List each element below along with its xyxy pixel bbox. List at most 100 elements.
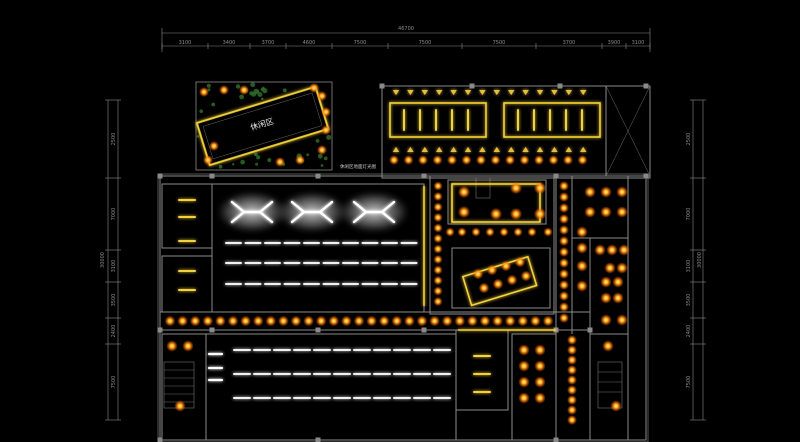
downlight (166, 340, 178, 352)
downlight (378, 315, 390, 327)
downlight (567, 335, 577, 345)
downlight (489, 207, 503, 221)
pendant-light (230, 200, 274, 224)
wall-washer (479, 90, 486, 96)
wall-washer (464, 90, 472, 96)
downlight (518, 392, 530, 404)
dimension-right-segment: 2500 (686, 133, 692, 146)
linear-lights (178, 109, 583, 399)
downlight (433, 275, 443, 286)
column (315, 327, 321, 333)
downlight (600, 276, 612, 288)
downlight (505, 155, 515, 165)
downlight (567, 355, 577, 365)
wall-washer (536, 90, 544, 96)
downlight (559, 192, 569, 202)
dimension-top-segment: 3700 (262, 40, 275, 46)
wall-washer (565, 146, 572, 152)
downlight (584, 206, 596, 218)
downlight (219, 85, 229, 95)
pendant-light (290, 200, 334, 224)
shrub (235, 84, 241, 89)
downlight (202, 315, 214, 327)
downlight (457, 205, 471, 219)
downlight (239, 85, 249, 95)
downlight (416, 315, 428, 327)
downlight (353, 315, 365, 327)
downlight (542, 315, 554, 327)
downlight (559, 236, 569, 246)
wall-washer (436, 146, 443, 152)
downlight (567, 345, 577, 355)
downlight (517, 315, 529, 327)
column (643, 173, 649, 179)
wall-washer (392, 90, 400, 96)
downlight (227, 315, 239, 327)
downlight (559, 247, 569, 257)
downlight (433, 244, 443, 254)
downlight (514, 256, 526, 268)
downlight (182, 340, 194, 352)
dimension-lines (107, 28, 704, 420)
downlight (594, 244, 606, 256)
dimension-top-segment: 3100 (179, 40, 192, 46)
wall-washer (450, 90, 457, 96)
wall-washer (508, 146, 515, 152)
downlight (567, 405, 577, 415)
lounge-floor-strip-label: 休闲区地面灯光图 (340, 163, 376, 170)
downlight (479, 315, 491, 327)
wall-washer (479, 146, 486, 152)
downlight (548, 155, 559, 165)
downlight (559, 302, 569, 312)
downlight (534, 360, 546, 372)
shrub (232, 163, 235, 166)
downlight (606, 244, 618, 256)
downlights (164, 83, 630, 425)
column (209, 327, 215, 333)
dimension-left-segment: 3100 (111, 260, 117, 273)
downlight (534, 344, 546, 356)
downlight (616, 262, 628, 274)
downlight (485, 227, 495, 237)
dimension-top-total: 46700 (398, 26, 414, 32)
downlight (433, 191, 443, 202)
downlight (584, 186, 596, 198)
downlight (433, 202, 443, 212)
downlight (534, 376, 546, 388)
shrub (240, 159, 245, 165)
downlight (600, 314, 612, 326)
shrub (261, 97, 264, 101)
wall-washers (392, 90, 587, 152)
column (643, 83, 649, 89)
downlight (616, 186, 628, 198)
column (553, 437, 559, 442)
downlight (492, 315, 503, 327)
downlight (275, 157, 285, 167)
downlight (602, 340, 614, 352)
downlight (504, 315, 516, 327)
downlight (534, 392, 546, 404)
wall-washer (392, 146, 400, 152)
dimension-left-total: 30000 (100, 252, 106, 268)
downlight (321, 107, 331, 117)
downlight (341, 315, 352, 327)
dimension-right-segment: 7000 (686, 208, 692, 221)
downlight (447, 155, 457, 165)
downlight (433, 212, 443, 223)
shrub (320, 164, 324, 167)
downlight (328, 315, 340, 327)
downlight (317, 145, 327, 155)
downlight (567, 395, 577, 405)
downlight (509, 181, 523, 195)
downlight (559, 181, 569, 191)
downlight (563, 155, 573, 165)
dimension-top-segment: 3900 (608, 40, 621, 46)
downlight (429, 315, 440, 327)
downlight (513, 227, 523, 237)
downlight (278, 315, 289, 327)
wall-washer (565, 90, 572, 96)
wall-washer (551, 90, 558, 96)
downlight (567, 415, 577, 425)
wall-washer (407, 146, 414, 152)
wall-washer (436, 90, 443, 96)
